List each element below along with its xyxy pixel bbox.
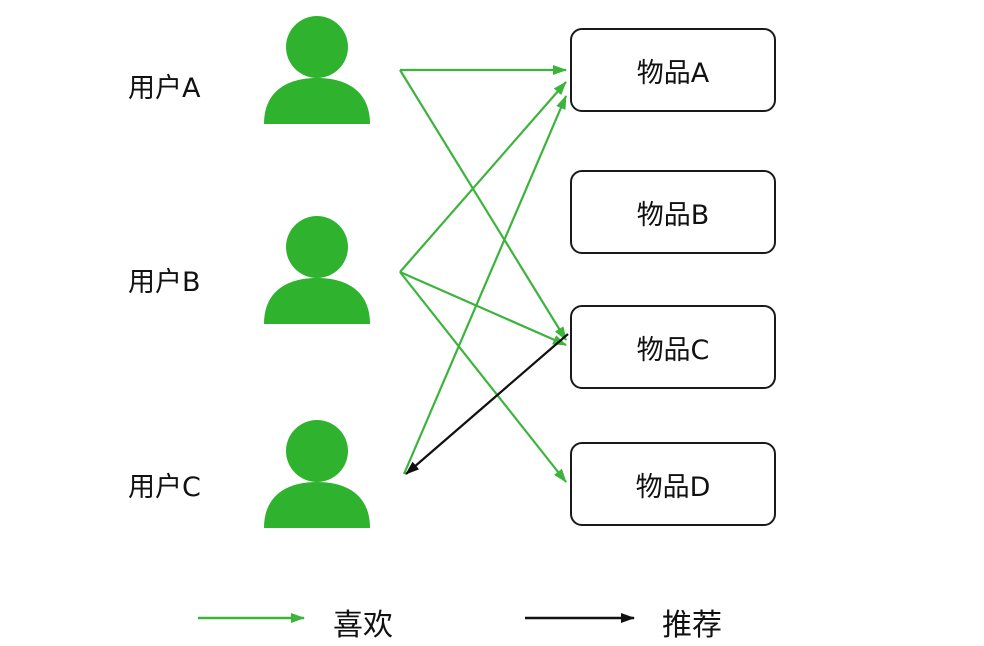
- user-c-icon: [264, 420, 370, 528]
- recommend-edge-6: [405, 333, 569, 475]
- legend-recommend-label: 推荐: [662, 608, 722, 643]
- like-edge-2: [399, 81, 567, 273]
- user-a-icon: [264, 16, 370, 124]
- like-edge-1: [399, 69, 567, 341]
- item-box-d: 物品D: [570, 442, 776, 526]
- legend-like-label: 喜欢: [333, 608, 393, 643]
- item-box-c: 物品C: [570, 305, 776, 389]
- edge-group: [399, 65, 569, 483]
- user-b-icon: [264, 216, 370, 324]
- item-label-d: 物品D: [635, 471, 711, 503]
- user-label-a: 用户A: [128, 73, 201, 104]
- user-label-c: 用户C: [128, 472, 201, 503]
- item-label-a: 物品A: [636, 57, 710, 89]
- like-edge-4: [399, 271, 567, 483]
- item-label-b: 物品B: [636, 199, 710, 231]
- item-box-b: 物品B: [570, 170, 776, 254]
- user-label-b: 用户B: [128, 267, 201, 298]
- like-edge-5: [402, 95, 568, 475]
- item-box-a: 物品A: [570, 28, 776, 112]
- like-edge-3: [399, 270, 567, 347]
- item-label-c: 物品C: [636, 334, 710, 366]
